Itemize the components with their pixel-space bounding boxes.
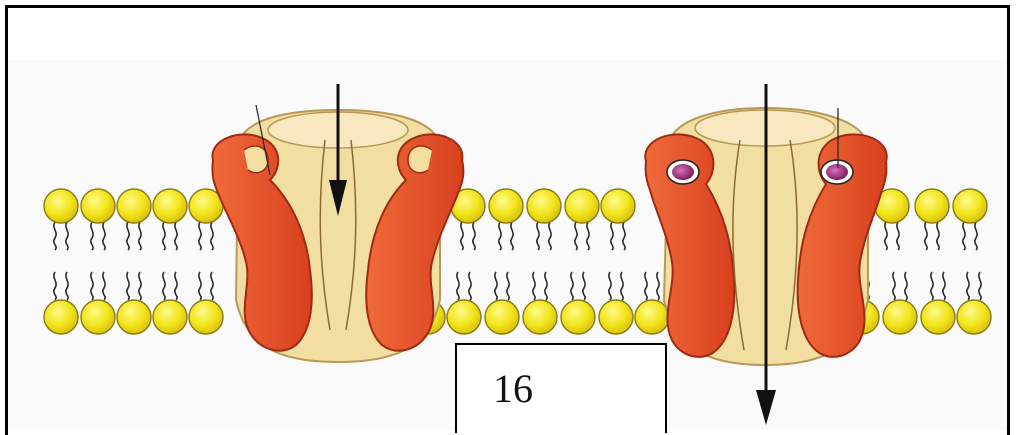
figure-label: 16: [493, 365, 533, 412]
figure-label-box: 16: [455, 343, 667, 433]
